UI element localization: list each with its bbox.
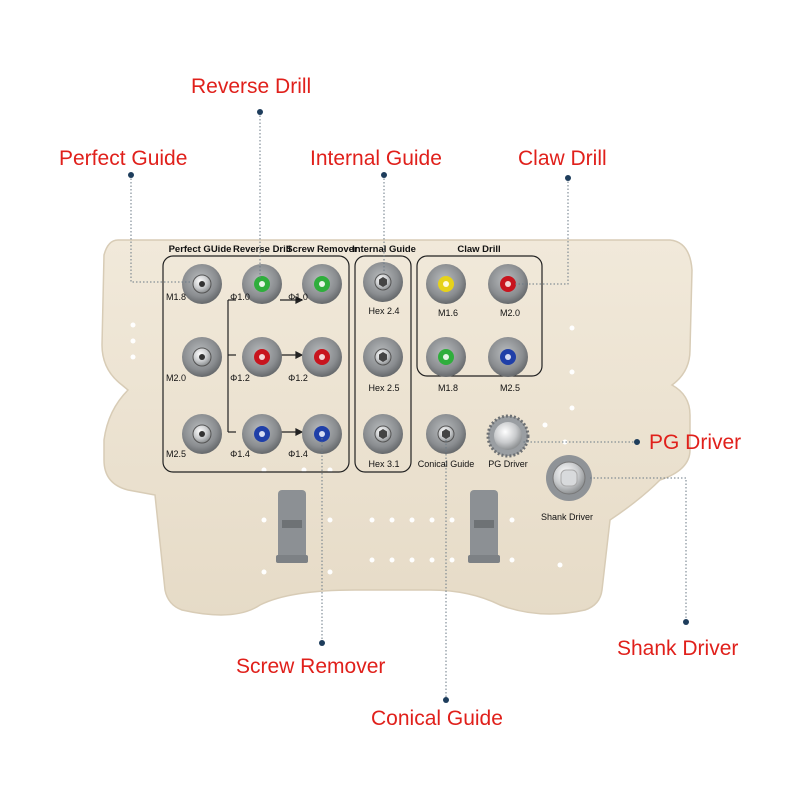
reverse-drill-blue	[242, 414, 282, 454]
label-hex25: Hex 2.5	[368, 383, 399, 393]
left-group-outline	[162, 255, 350, 473]
header-screw-remover: Screw Remover	[286, 244, 358, 255]
header-reverse-drill: Reverse Drill	[233, 244, 291, 255]
callout-claw-drill: Claw Drill	[518, 147, 607, 170]
label-phi10-b: Φ1.0	[288, 292, 308, 302]
pg-driver-knob	[486, 414, 530, 458]
claw-drill-m16	[426, 264, 466, 304]
screw-remover-green	[302, 264, 342, 304]
label-claw-m20: M2.0	[500, 308, 520, 318]
callout-perfect-guide: Perfect Guide	[59, 147, 188, 170]
perfect-guide-m25	[182, 414, 222, 454]
clip-left	[276, 490, 308, 563]
label-pg-driver: PG Driver	[488, 459, 528, 469]
label-phi12-b: Φ1.2	[288, 373, 308, 383]
label-m18-left: M1.8	[166, 292, 186, 302]
label-conical-guide: Conical Guide	[418, 459, 475, 469]
label-m25-left: M2.5	[166, 449, 186, 459]
label-claw-m18: M1.8	[438, 383, 458, 393]
callout-screw-remover: Screw Remover	[236, 655, 386, 678]
callout-internal-guide: Internal Guide	[310, 147, 442, 170]
label-phi12-a: Φ1.2	[230, 373, 250, 383]
header-claw-drill: Claw Drill	[457, 244, 500, 255]
shank-driver-knob	[546, 455, 592, 501]
connector-lines	[227, 296, 304, 436]
callout-pg-driver: PG Driver	[649, 431, 742, 454]
leader-lines	[130, 112, 687, 700]
reverse-drill-red	[242, 337, 282, 377]
screw-remover-red	[302, 337, 342, 377]
label-phi14-a: Φ1.4	[230, 449, 250, 459]
claw-drill-m20	[488, 264, 528, 304]
perfect-guide-m20	[182, 337, 222, 377]
hex-group-outline	[354, 255, 412, 473]
claw-drill-m18	[426, 337, 466, 377]
label-hex24: Hex 2.4	[368, 306, 399, 316]
callout-reverse-drill: Reverse Drill	[191, 75, 312, 98]
leader-dots	[128, 109, 689, 703]
header-perfect-guide: Perfect GUide	[169, 244, 232, 255]
label-m20-left: M2.0	[166, 373, 186, 383]
tray-holes	[130, 322, 575, 575]
clip-right	[468, 490, 500, 563]
label-claw-m16: M1.6	[438, 308, 458, 318]
label-phi10-a: Φ1.0	[230, 292, 250, 302]
label-shank-driver: Shank Driver	[541, 512, 593, 522]
label-hex31: Hex 3.1	[368, 459, 399, 469]
label-claw-m25: M2.5	[500, 383, 520, 393]
internal-guide-hex24	[363, 262, 403, 302]
claw-drill-m25	[488, 337, 528, 377]
internal-guide-hex25	[363, 337, 403, 377]
label-phi14-b: Φ1.4	[288, 449, 308, 459]
callout-shank-driver: Shank Driver	[617, 637, 739, 660]
reverse-drill-green	[242, 264, 282, 304]
internal-guide-hex31	[363, 414, 403, 454]
claw-group-outline	[416, 255, 543, 377]
screw-remover-blue	[302, 414, 342, 454]
callout-conical-guide: Conical Guide	[371, 707, 503, 730]
perfect-guide-m18	[182, 264, 222, 304]
conical-guide-socket	[426, 414, 466, 454]
